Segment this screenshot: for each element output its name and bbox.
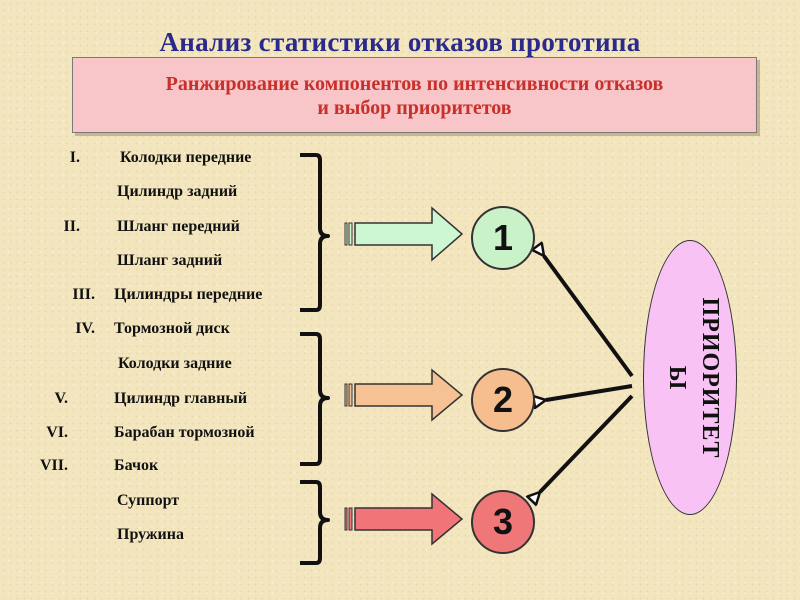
pointer-arrow-1 [544,256,634,378]
subtitle-line-1: Ранжирование компонентов по интенсивност… [165,73,664,95]
component-label: Шланг задний [117,252,223,269]
priority-circle-2: 2 [471,368,535,432]
block-arrow-3 [344,492,464,546]
priority-circle-3: 3 [471,490,535,554]
component-label: Цилиндры передние [114,286,263,303]
subtitle-line-2: и выбор приоритетов [317,97,512,119]
roman-numeral: III. [72,286,95,303]
roman-numeral: V. [54,390,69,407]
pointer-arrow-2 [546,384,633,400]
component-label: Бачок [114,457,159,474]
roman-numeral: VII. [39,457,68,474]
subtitle-text: Ранжирование компонентов по интенсивност… [73,72,756,120]
subtitle-box: Ранжирование компонентов по интенсивност… [72,57,757,133]
page-title: Анализ статистики отказов прототипа [159,27,641,57]
roman-numeral: I. [69,149,80,166]
priorities-ellipse [643,240,737,515]
component-label: Колодки передние [120,149,252,166]
roman-numeral: VI. [46,424,68,441]
roman-numeral: IV. [75,320,95,337]
priorities-label: ПРИОРИТЕТ Ы [654,258,726,498]
priorities-label-line-2: Ы [664,365,690,391]
component-label: Тормозной диск [114,320,230,337]
group-brace-2 [300,332,330,466]
block-arrow-1 [344,206,464,262]
priorities-label-line-1: ПРИОРИТЕТ [697,297,723,459]
block-arrow-2 [344,368,464,422]
component-label: Цилиндр главный [114,390,248,407]
group-brace-1 [300,153,330,312]
component-label: Суппорт [117,492,180,509]
component-label: Колодки задние [118,355,232,372]
component-label: Цилиндр задний [117,183,238,200]
pointer-arrow-3 [540,394,634,492]
component-label: Пружина [117,526,184,543]
roman-numeral: II. [63,218,80,235]
component-label: Шланг передний [117,218,240,235]
component-label: Барабан тормозной [114,424,255,441]
group-brace-3 [300,480,330,565]
priority-circle-1: 1 [471,206,535,270]
